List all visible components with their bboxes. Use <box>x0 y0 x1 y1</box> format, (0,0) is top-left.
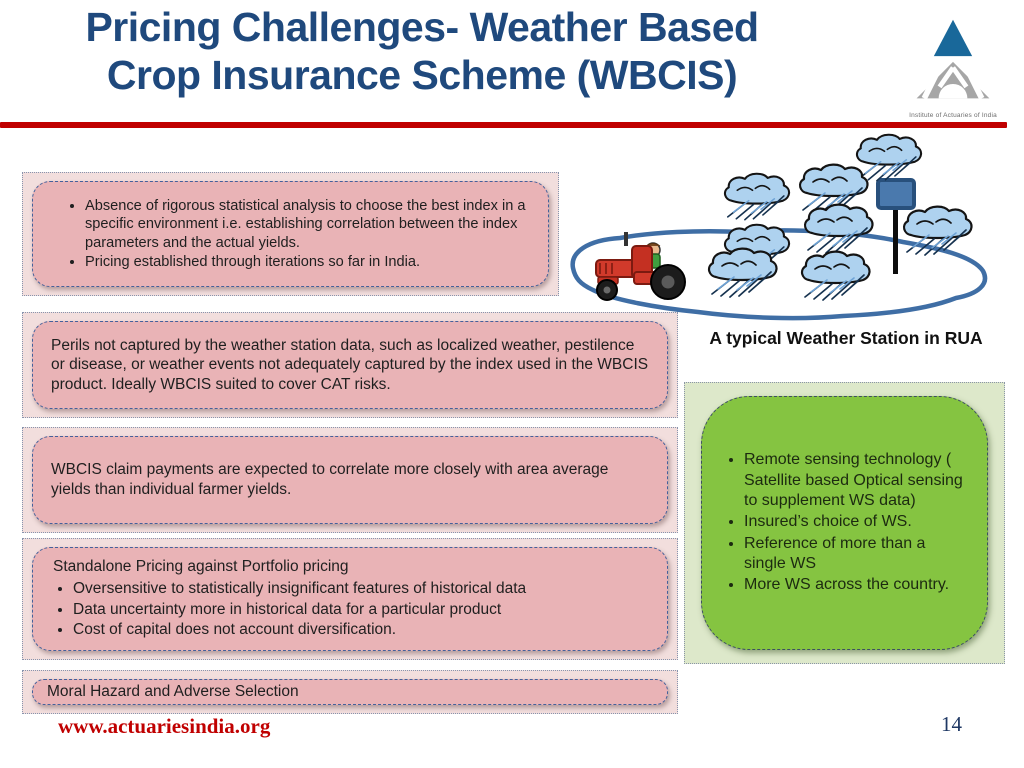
challenge-box-standalone-pricing: Standalone Pricing against Portfolio pri… <box>22 538 678 660</box>
title-divider-rule <box>0 122 1007 128</box>
rain-cloud-icon <box>800 250 871 302</box>
challenge-text: WBCIS claim payments are expected to cor… <box>51 461 609 498</box>
page-number: 14 <box>941 712 962 736</box>
challenge-box-index-selection: Absence of rigorous statistical analysis… <box>22 172 559 296</box>
weather-station-icon <box>876 178 916 274</box>
rain-cloud-icon <box>803 203 874 255</box>
challenge-heading: Standalone Pricing against Portfolio pri… <box>53 558 349 576</box>
weather-station-illustration <box>570 133 988 321</box>
illustration-caption: A typical Weather Station in RUA <box>709 328 983 348</box>
challenge-box-standalone-pricing-body: Standalone Pricing against Portfolio pri… <box>32 547 668 651</box>
page-title-line1: Pricing Challenges- Weather Based <box>85 4 759 50</box>
challenge-box-claims: WBCIS claim payments are expected to cor… <box>22 427 678 533</box>
solution-panel-body: Remote sensing technology ( Satellite ba… <box>701 396 988 650</box>
tractor-icon <box>595 232 686 301</box>
logo-caption: Institute of Actuaries of India <box>909 112 997 119</box>
institute-logo: Institute of Actuaries of India <box>894 14 1012 120</box>
challenge-bullet: Absence of rigorous statistical analysis… <box>85 197 530 252</box>
rain-cloud-icon <box>723 172 791 221</box>
footer-website-link[interactable]: www.actuariesindia.org <box>58 714 271 738</box>
solution-bullet: More WS across the country. <box>744 575 967 595</box>
solution-panel: Remote sensing technology ( Satellite ba… <box>684 382 1005 664</box>
solution-bullet: Insured’s choice of WS. <box>744 512 967 532</box>
solution-bullet: Reference of more than a single WS <box>744 534 967 575</box>
challenge-bullet: Data uncertainty more in historical data… <box>73 600 649 620</box>
solution-bullet: Remote sensing technology ( Satellite ba… <box>744 450 967 511</box>
challenge-box-perils-body: Perils not captured by the weather stati… <box>32 321 668 409</box>
rain-cloud-icon <box>855 133 923 182</box>
rua-area-outline <box>570 228 988 321</box>
challenge-box-perils: Perils not captured by the weather stati… <box>22 312 678 418</box>
challenge-box-index-selection-body: Absence of rigorous statistical analysis… <box>32 181 549 287</box>
actuaries-india-logo-icon <box>916 19 990 100</box>
challenge-text: Perils not captured by the weather stati… <box>51 336 649 393</box>
challenge-text: Moral Hazard and Adverse Selection <box>47 683 299 701</box>
rain-cloud-icon <box>707 247 778 299</box>
challenge-bullet: Cost of capital does not account diversi… <box>73 620 649 640</box>
page-title-line2: Crop Insurance Scheme (WBCIS) <box>106 51 738 98</box>
page-title: Pricing Challenges- Weather Based Crop I… <box>16 4 828 100</box>
challenge-box-claims-body: WBCIS claim payments are expected to cor… <box>32 436 668 524</box>
challenge-bullet: Pricing established through iterations s… <box>85 253 530 271</box>
challenge-bullet: Oversensitive to statistically insignifi… <box>73 579 649 599</box>
challenge-box-moral-hazard: Moral Hazard and Adverse Selection <box>22 670 678 714</box>
challenge-box-moral-hazard-body: Moral Hazard and Adverse Selection <box>32 679 668 705</box>
